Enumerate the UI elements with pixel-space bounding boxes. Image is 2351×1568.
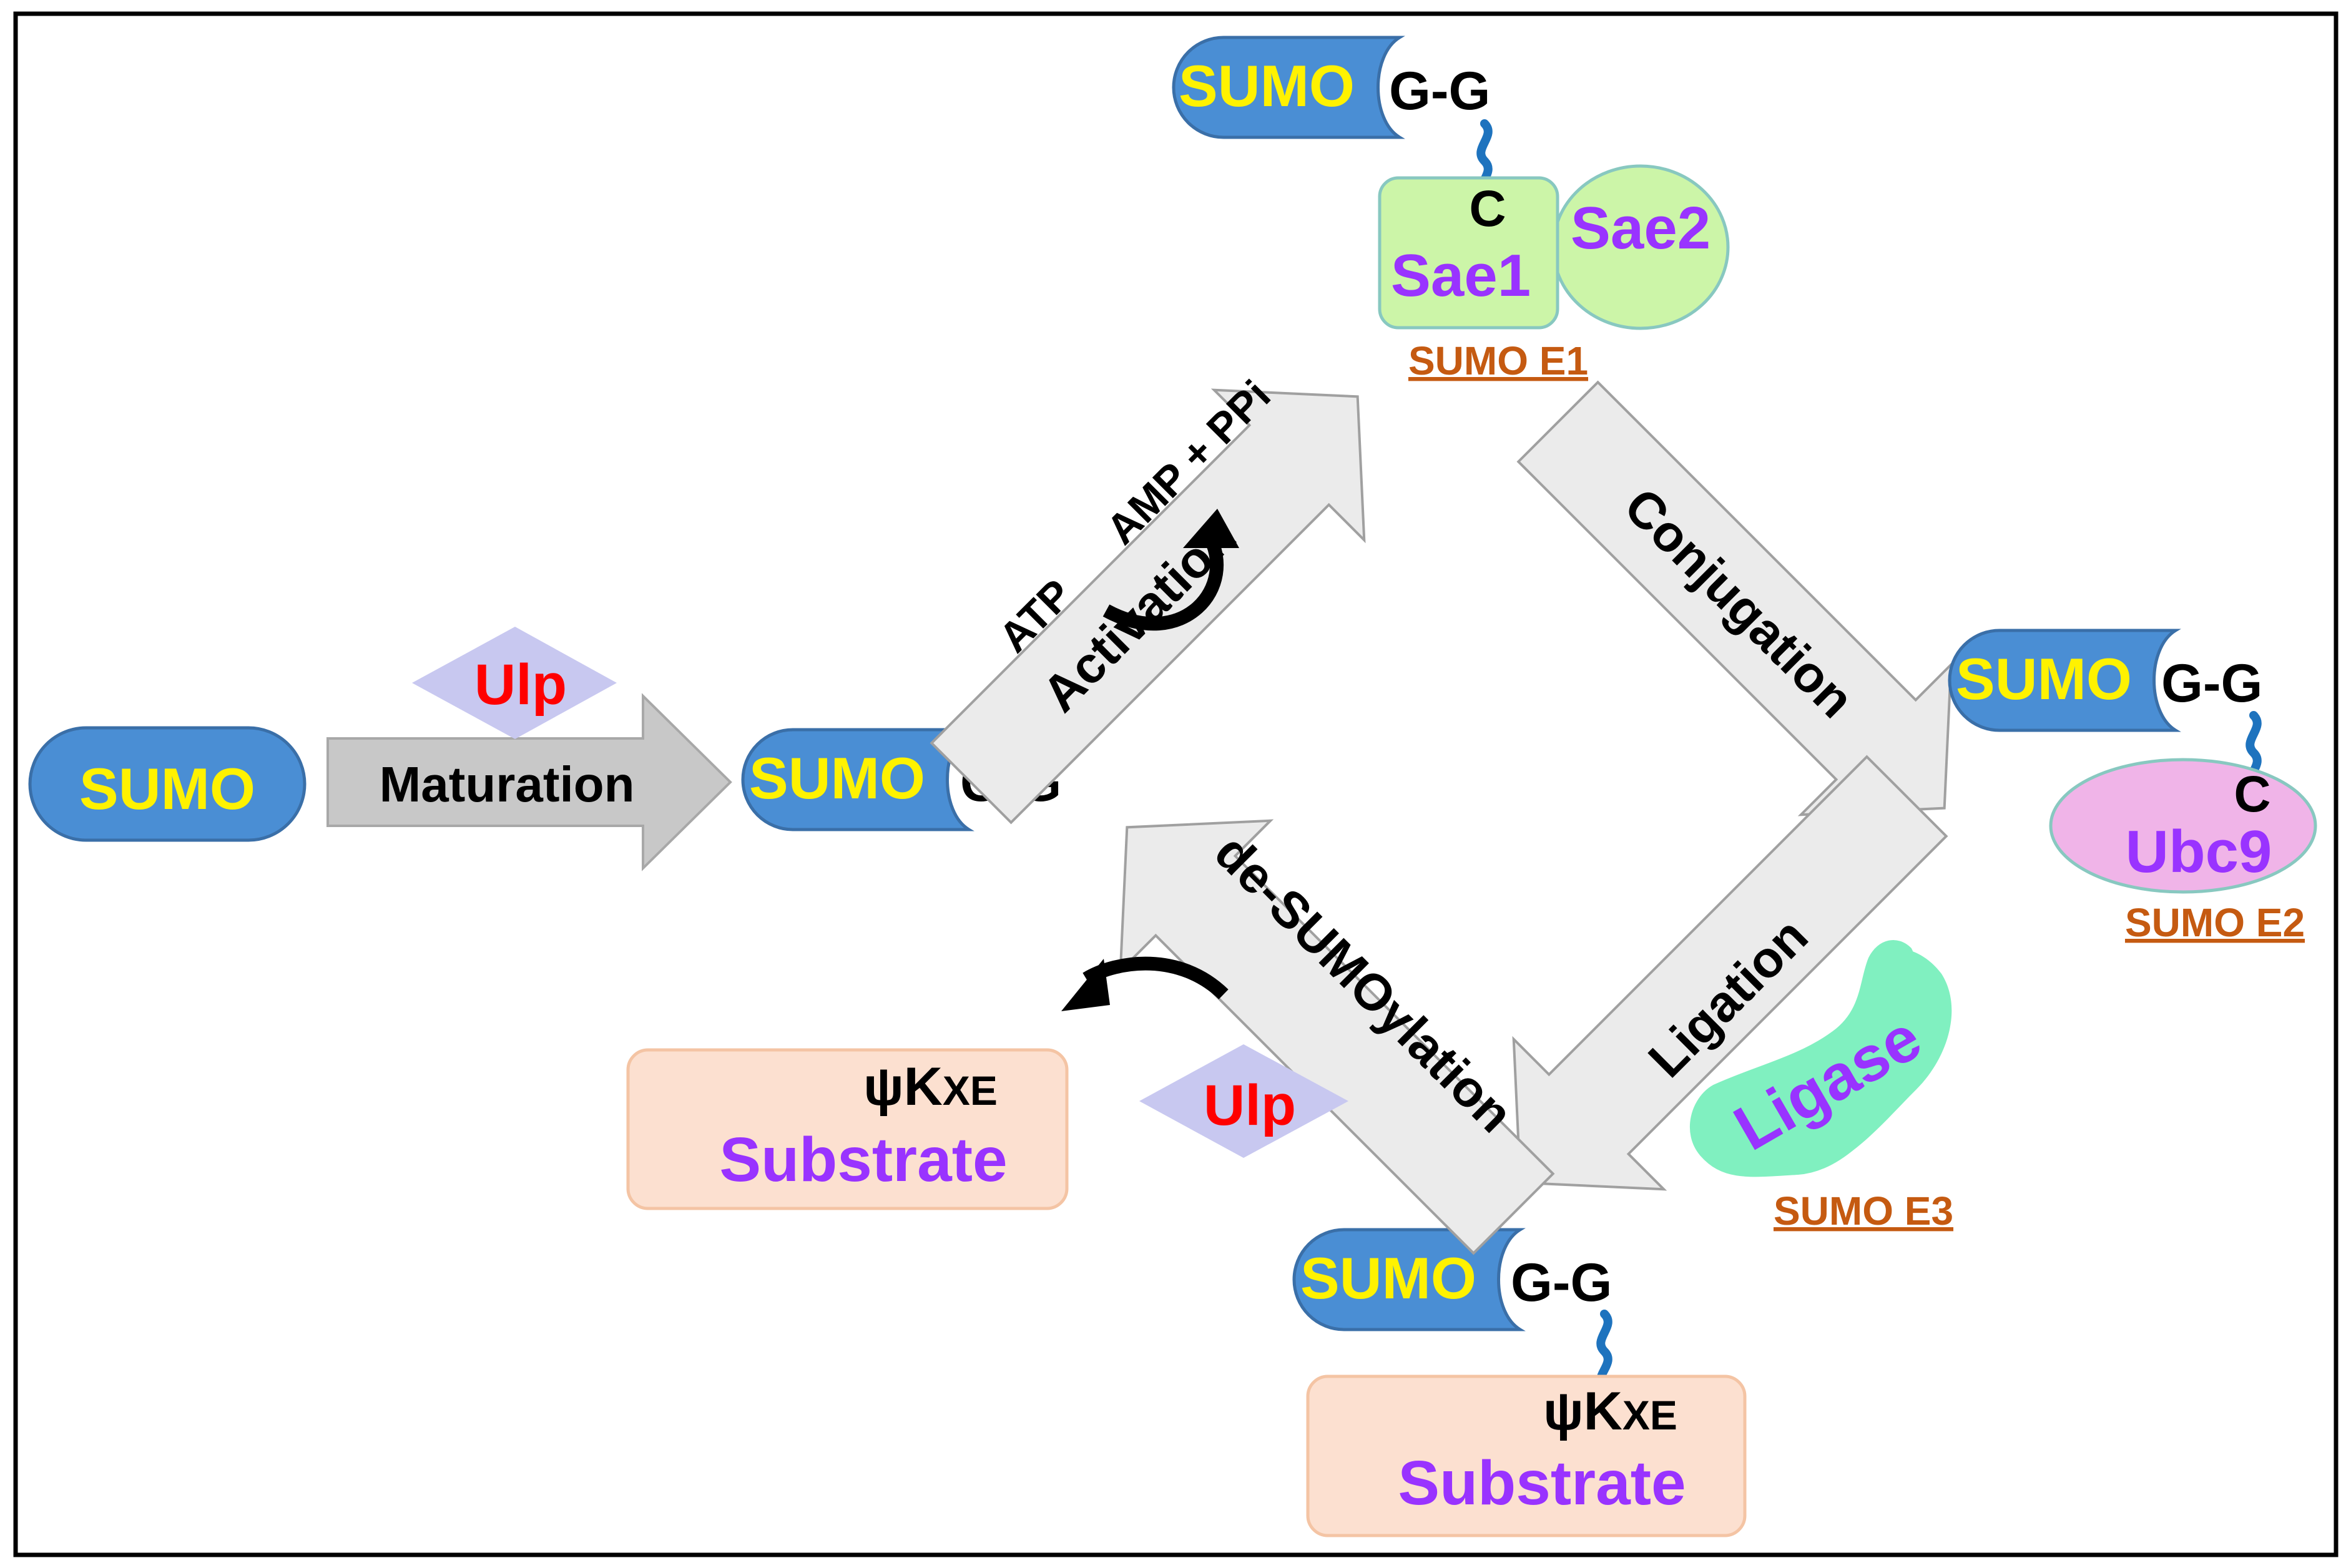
ligation-arrow — [1512, 755, 1948, 1191]
desumoylation-arrow — [1119, 819, 1555, 1255]
ubc9-enzyme — [2049, 758, 2317, 894]
sae1-label: Sae1 — [1391, 242, 1531, 309]
sae1-subunit — [1378, 176, 1559, 330]
conjugate-substrate-label: Substrate — [1398, 1448, 1686, 1518]
ulp-label-desumoylation: Ulp — [1204, 1074, 1296, 1137]
free-motif: ψKXE — [863, 1057, 998, 1117]
conjugated-substrate-box — [1306, 1374, 1747, 1537]
sumo-e2-thioester: SUMO G-G — [1950, 630, 2262, 792]
conjugation-arrow: Conjugation — [1516, 380, 1953, 816]
e1-sumo-label: SUMO — [1179, 53, 1355, 119]
figure-frame — [13, 11, 2339, 1557]
free-motif-psi-k: ψK — [863, 1057, 943, 1117]
ulp-protease-desumoylation: Ulp — [1139, 1044, 1348, 1158]
maturation-arrow: Maturation — [326, 693, 732, 871]
sumoylated-substrate: SUMO G-G ψKXE Substrate — [1294, 1230, 1747, 1537]
mature-sumo-label: SUMO — [749, 745, 925, 811]
sumo-precursor: SUMO — [28, 726, 307, 842]
maturation-label: Maturation — [380, 757, 635, 812]
conjugate-motif: ψKXE — [1543, 1381, 1677, 1441]
e2-gg-label: G-G — [2161, 654, 2262, 713]
free-substrate-label: Substrate — [719, 1125, 1007, 1195]
activation-arrow: Activation — [930, 388, 1366, 825]
ulp-label-maturation: Ulp — [474, 653, 567, 717]
sumo-e1: C Sae1 Sae2 SUMO E1 — [1378, 164, 1730, 383]
e2-sumo-label: SUMO — [1956, 646, 2132, 712]
sumo-e1-thioester: SUMO G-G — [1174, 37, 1493, 201]
free-motif-xe: XE — [943, 1067, 998, 1114]
e2-cys-label: C — [2234, 766, 2270, 823]
atp-hydrolysis-arrow — [1102, 509, 1239, 631]
free-substrate: ψKXE Substrate — [626, 1048, 1069, 1210]
sae2-label: Sae2 — [1571, 195, 1710, 262]
e1-label: SUMO E1 — [1408, 338, 1588, 383]
e2-label: SUMO E2 — [2125, 900, 2305, 945]
ubc9-label: Ubc9 — [2126, 818, 2272, 885]
conjugate-motif-psi-k: ψK — [1543, 1381, 1622, 1441]
ulp-protease-maturation: Ulp — [412, 627, 617, 739]
conjugate-gg-label: G-G — [1511, 1253, 1612, 1313]
conjugate-sumo-label: SUMO — [1300, 1245, 1476, 1311]
e1-cys-label: C — [1469, 180, 1506, 237]
conjugation-label: Conjugation — [1613, 478, 1865, 729]
sumo-precursor-label: SUMO — [79, 756, 255, 821]
free-substrate-box — [626, 1048, 1069, 1210]
conjugate-motif-xe: XE — [1622, 1392, 1677, 1438]
substrate-release-arrow — [1061, 956, 1229, 1011]
e3-label: SUMO E3 — [1774, 1188, 1953, 1233]
sumo-e2: C Ubc9 SUMO E2 — [2049, 758, 2317, 945]
e1-gg-label: G-G — [1389, 61, 1490, 121]
